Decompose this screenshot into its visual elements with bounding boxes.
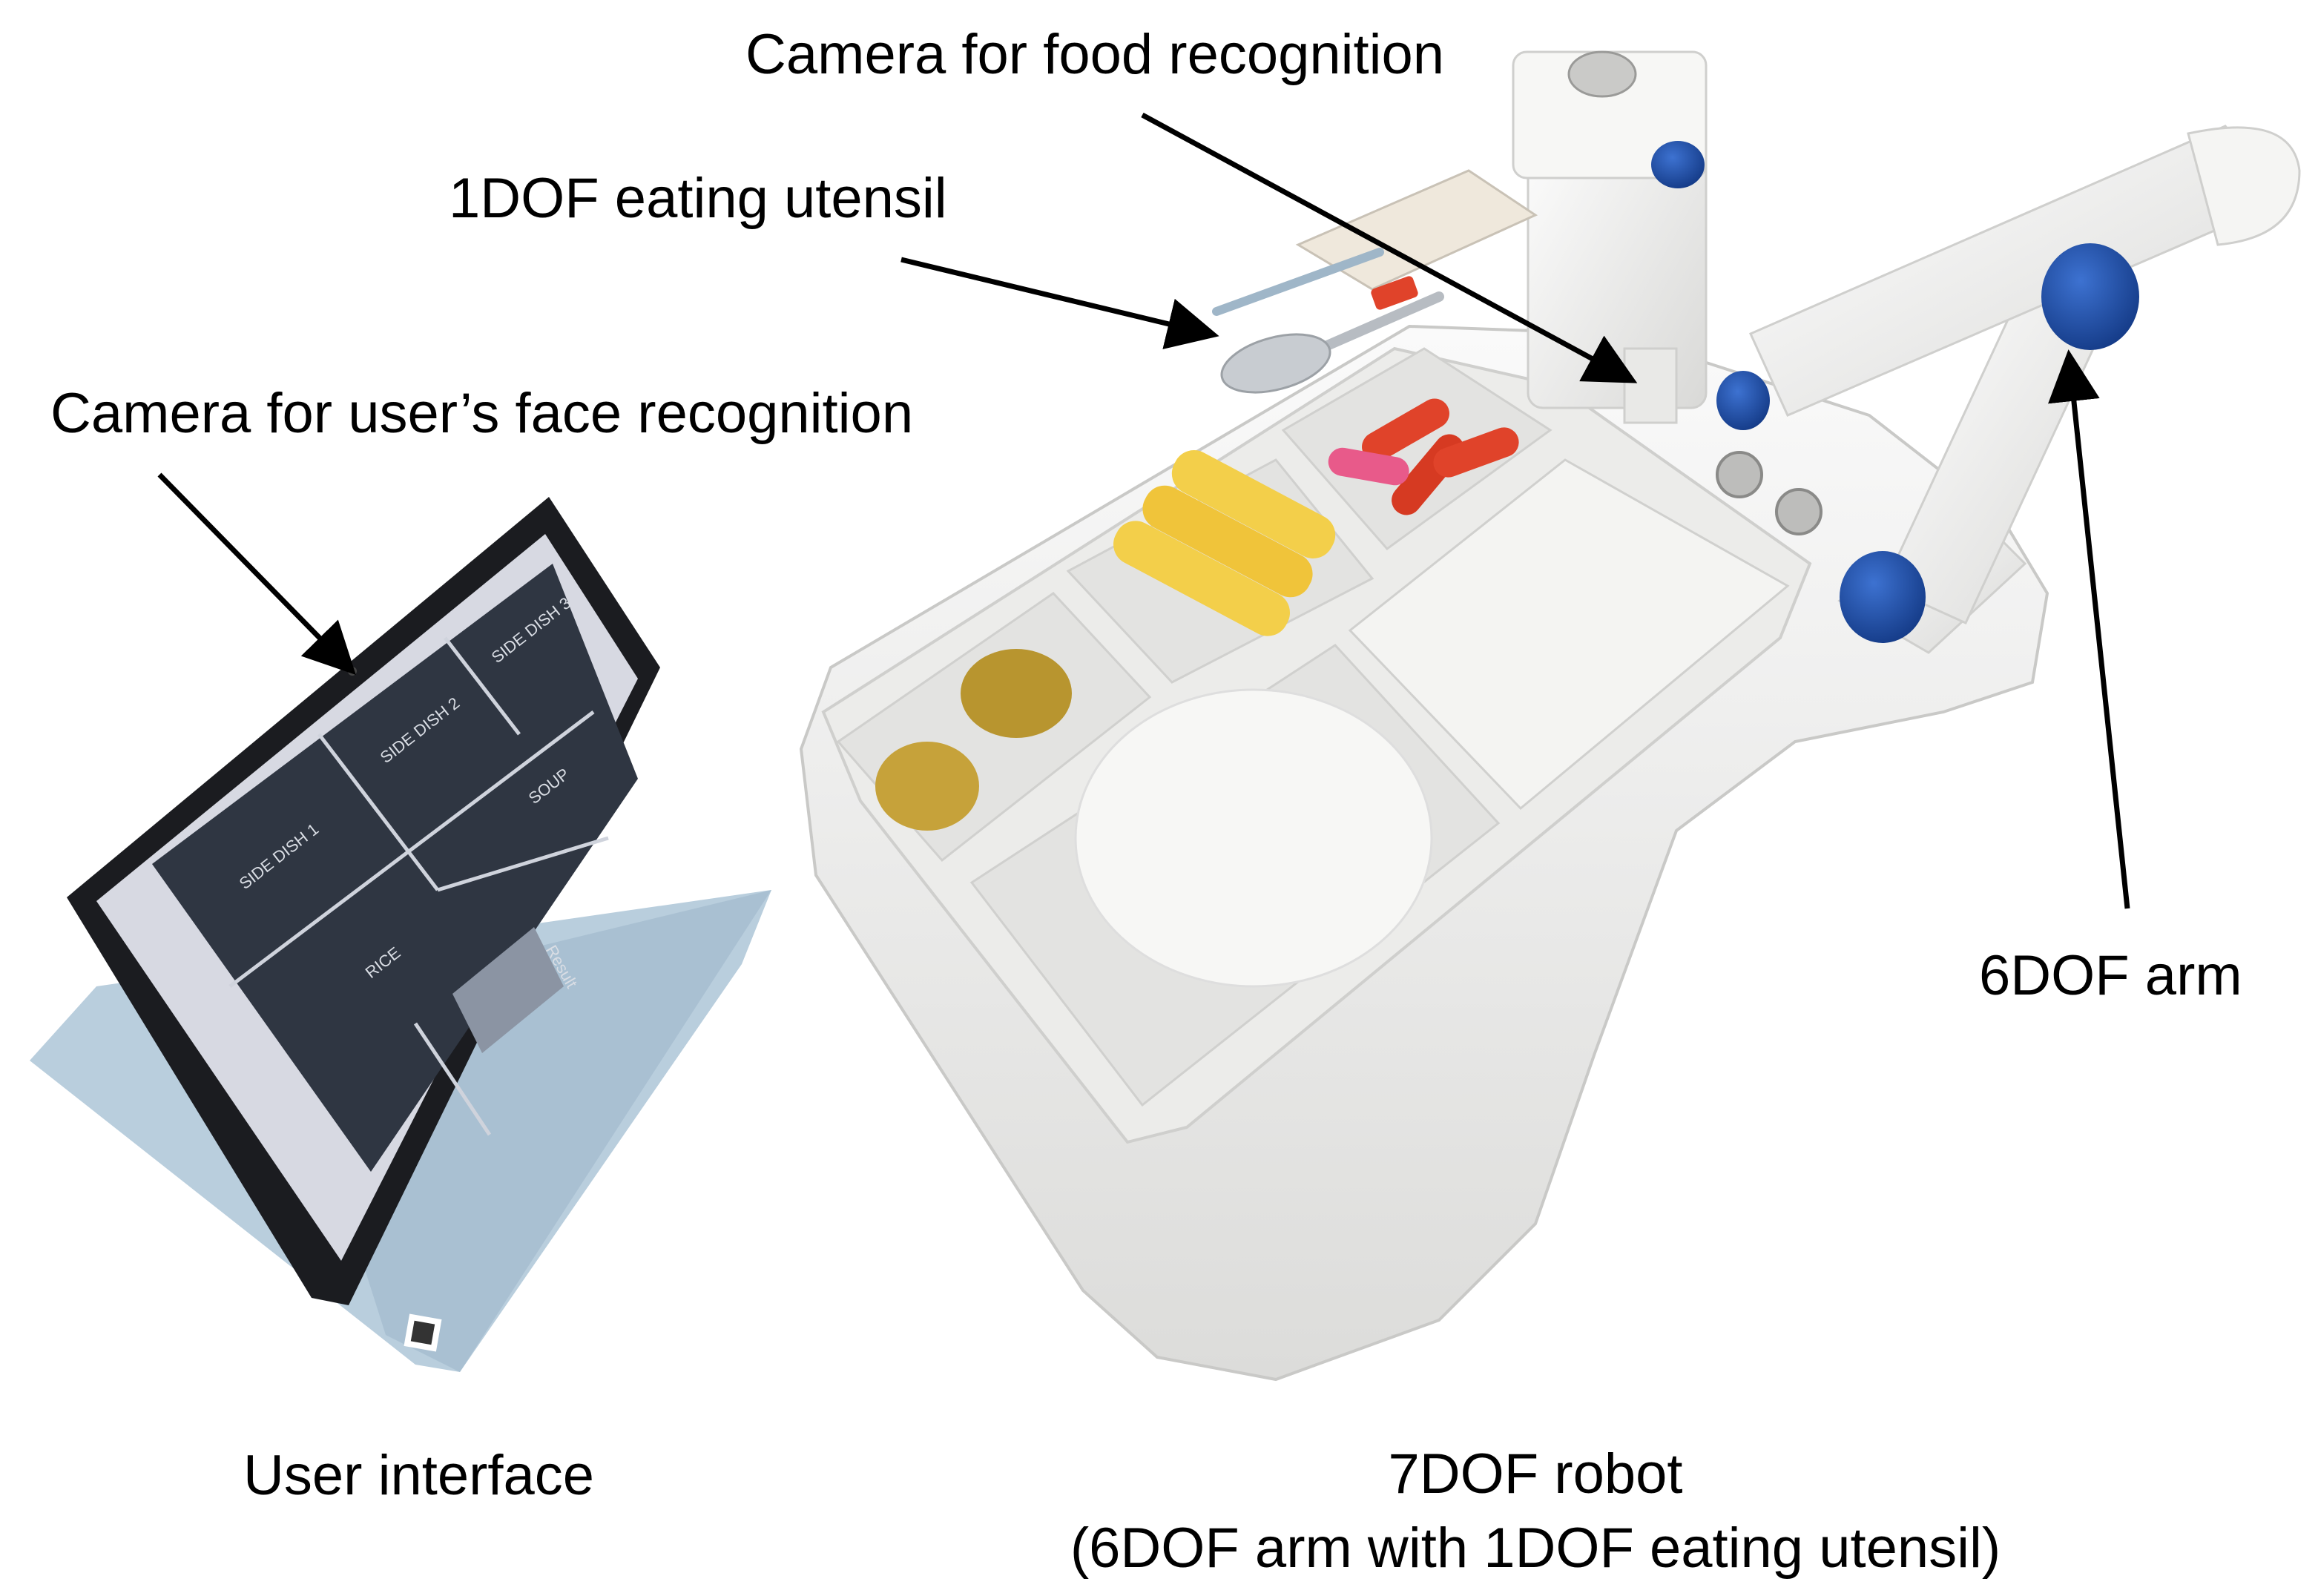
tablet-camera bbox=[348, 667, 357, 676]
robot-button bbox=[1775, 488, 1823, 535]
tile-divider bbox=[444, 636, 521, 736]
label-7dof-robot-detail: (6DOF arm with 1DOF eating utensil) bbox=[1070, 1517, 2001, 1580]
label-7dof-robot: 7DOF robot bbox=[1388, 1442, 1683, 1506]
egg-roll-food bbox=[1113, 521, 1290, 636]
sausage-food bbox=[1328, 447, 1409, 486]
tablet: SIDE DISH 1 SIDE DISH 2 SIDE DISH 3 RICE… bbox=[30, 497, 771, 1372]
blue-joint-cap bbox=[2041, 243, 2139, 350]
camera-mount-post bbox=[1623, 347, 1678, 424]
tile-divider bbox=[228, 710, 595, 988]
label-camera-face-recognition: Camera for user’s face recognition bbox=[50, 382, 914, 445]
food-camera bbox=[1567, 50, 1637, 98]
blue-joint-cap bbox=[1716, 371, 1770, 430]
compartment-soup bbox=[1348, 458, 1790, 811]
egg-roll-food bbox=[1171, 450, 1336, 558]
tile-divider bbox=[437, 836, 609, 892]
compartment-sausage bbox=[1281, 347, 1553, 551]
robot bbox=[799, 50, 2301, 1382]
tile-divider bbox=[413, 1022, 492, 1136]
blue-joint-cap bbox=[1840, 551, 1926, 643]
label-user-interface: User interface bbox=[243, 1444, 595, 1507]
sausage-food bbox=[1433, 427, 1519, 478]
robot-button bbox=[1716, 451, 1763, 498]
utensil-spoon-handle bbox=[1315, 291, 1444, 354]
arrow-face-camera bbox=[157, 472, 356, 675]
tablet-screen-content bbox=[152, 564, 638, 1172]
tile-divider bbox=[317, 733, 439, 891]
utensil-fork bbox=[1212, 248, 1384, 316]
label-eating-utensil: 1DOF eating utensil bbox=[449, 167, 947, 230]
result-thumbnail bbox=[452, 927, 564, 1053]
rice-food bbox=[1074, 688, 1433, 988]
pancake-food bbox=[875, 742, 979, 831]
blue-joint-cap bbox=[1651, 141, 1705, 188]
annotation-arrows bbox=[157, 112, 2130, 909]
arrow-arm bbox=[2048, 349, 2130, 909]
arm-elbow bbox=[2187, 126, 2301, 246]
label-6dof-arm: 6DOF arm bbox=[1979, 944, 2242, 1007]
utensil-spoon-bowl bbox=[1220, 333, 1331, 394]
arrow-food-camera bbox=[1141, 112, 1638, 383]
arrow-utensil bbox=[900, 257, 1219, 349]
qr-code-icon bbox=[410, 1320, 435, 1345]
label-camera-food-recognition: Camera for food recognition bbox=[745, 23, 1445, 86]
pancake-food bbox=[961, 649, 1072, 738]
utensil-clip bbox=[1371, 276, 1418, 310]
egg-roll-food bbox=[1142, 485, 1313, 598]
sausage-food bbox=[1362, 398, 1449, 462]
